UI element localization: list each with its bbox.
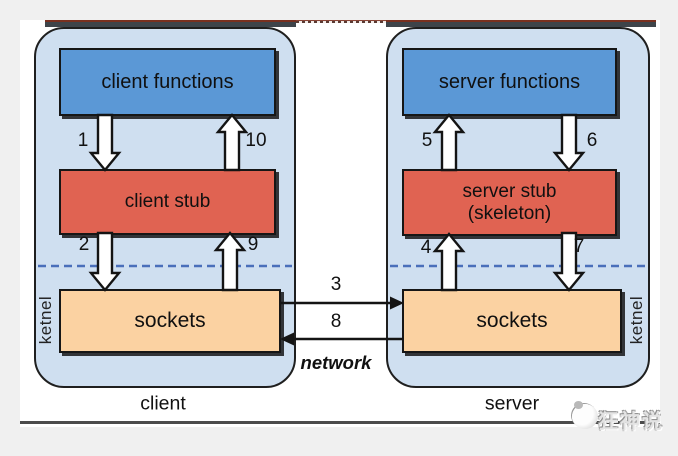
step-1-label: 1 <box>77 130 89 151</box>
server-sockets-label: sockets <box>476 309 548 332</box>
cropped-content-strip-left <box>45 20 296 27</box>
server-sockets-box: sockets <box>402 289 622 353</box>
step-8-label: 8 <box>330 311 342 332</box>
server-caption: server <box>484 392 540 415</box>
step-2-label: 2 <box>78 234 90 255</box>
network-label: network <box>300 352 372 373</box>
server-functions-box: server functions <box>402 48 617 116</box>
watermark-text: 狂神说 <box>598 411 664 433</box>
server-kernel-label: ketnel <box>627 295 646 345</box>
watermark-logo-icon <box>572 401 598 429</box>
server-stub-box: server stub (skeleton) <box>402 169 617 236</box>
client-sockets-label: sockets <box>134 309 206 332</box>
server-functions-label: server functions <box>438 70 581 93</box>
client-stub-label: client stub <box>124 191 211 212</box>
client-functions-label: client functions <box>101 70 234 93</box>
client-sockets-box: sockets <box>59 289 281 353</box>
server-stub-label-line1: server stub <box>462 180 557 202</box>
step-9-label: 9 <box>247 234 259 255</box>
step-3-label: 3 <box>330 274 342 295</box>
client-stub-box: client stub <box>59 169 276 235</box>
client-caption: client <box>140 392 186 415</box>
step-7-label: 7 <box>573 236 585 257</box>
step-6-label: 6 <box>586 130 598 151</box>
step-10-label: 10 <box>245 130 267 151</box>
cropped-content-strip-right <box>386 20 656 27</box>
server-stub-label-line2: (skeleton) <box>467 202 552 224</box>
client-kernel-label: ketnel <box>36 295 55 345</box>
step-5-label: 5 <box>421 130 433 151</box>
client-functions-box: client functions <box>59 48 276 116</box>
cropped-content-strip-middle <box>296 20 386 23</box>
step-4-label: 4 <box>420 237 432 258</box>
bottom-divider-line <box>20 421 660 424</box>
